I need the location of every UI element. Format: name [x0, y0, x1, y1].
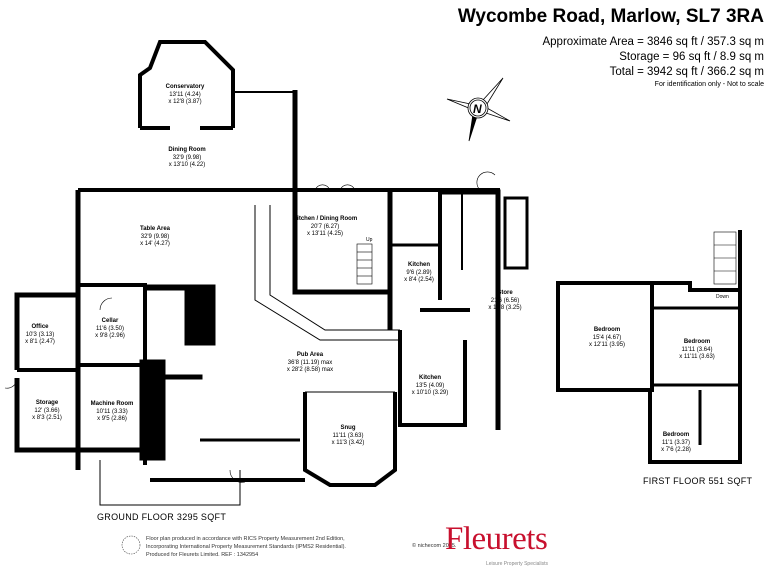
fleurets-logo: Fleurets — [445, 521, 548, 557]
stairs-up-label: Up — [366, 237, 373, 243]
copyright: © nichecom 2025. — [412, 543, 457, 549]
ground-floor-stairs — [356, 243, 373, 285]
footer-line-2: Incorporating International Property Mea… — [146, 544, 346, 550]
first-floor-walls — [556, 230, 742, 464]
compass-label: N — [473, 102, 482, 116]
rics-seal-icon — [121, 535, 141, 555]
total-area: Total = 3942 sq ft / 366.2 sq m — [609, 66, 764, 78]
footer-line-3: Produced for Fleurets Limited. REF : 134… — [146, 552, 259, 558]
approximate-area: Approximate Area = 3846 sq ft / 357.3 sq… — [542, 36, 764, 48]
ground-floor-label: GROUND FLOOR 3295 SQFT — [97, 512, 227, 522]
ground-floor-walls — [4, 40, 529, 506]
stairs-down-label: Down — [716, 294, 729, 300]
storage-area: Storage = 96 sq ft / 8.9 sq m — [619, 51, 764, 63]
scale-note: For identification only - Not to scale — [654, 81, 764, 88]
footer-line-1: Floor plan produced in accordance with R… — [146, 536, 345, 542]
brand-tagline: Leisure Property Specialists — [486, 561, 548, 567]
property-title: Wycombe Road, Marlow, SL7 3RA — [457, 6, 764, 27]
compass-icon: N — [446, 77, 511, 142]
measurement-statement: Floor plan produced in accordance with R… — [146, 535, 346, 559]
first-floor-label: FIRST FLOOR 551 SQFT — [643, 476, 753, 486]
